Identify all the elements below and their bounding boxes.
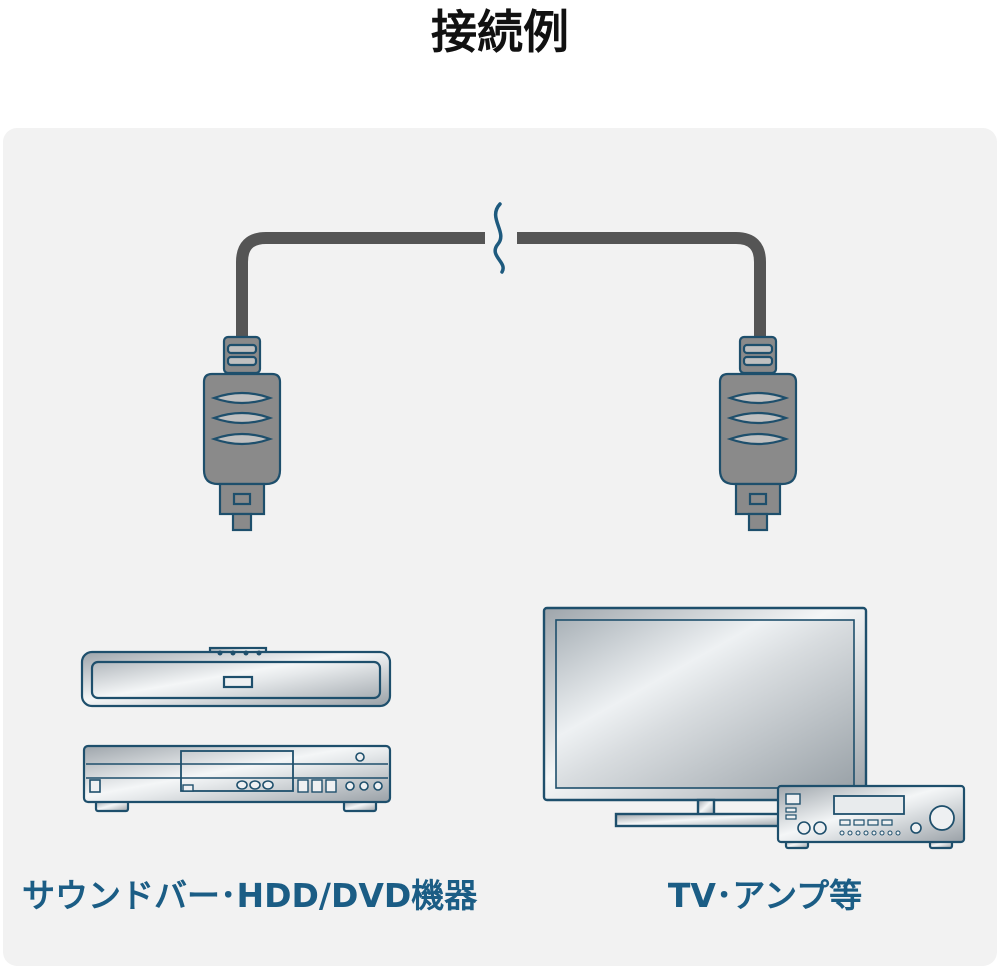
soundbar-device (80, 646, 392, 708)
dvd-recorder-device (82, 744, 392, 813)
label-soundbar-hdd-dvd: サウンドバー･HDD/DVD機器 (22, 876, 478, 915)
cable (236, 202, 766, 336)
plug-left (202, 335, 282, 532)
amplifier-device (776, 784, 966, 850)
plug-right (718, 335, 798, 532)
tv-device (542, 606, 868, 828)
page-title: 接続例 (431, 5, 569, 59)
label-tv-amp: TV･アンプ等 (667, 876, 863, 915)
soundbar-buttons (217, 650, 262, 656)
